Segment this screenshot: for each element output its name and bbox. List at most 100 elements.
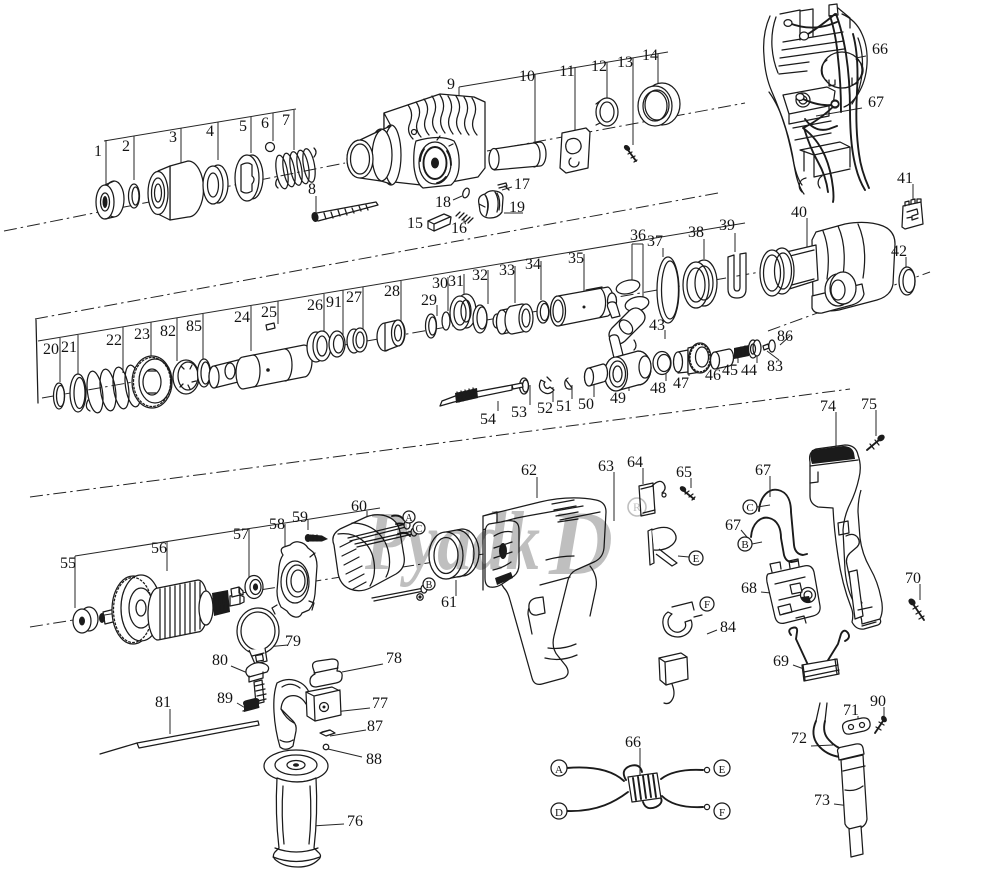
svg-text:E: E xyxy=(719,764,726,776)
svg-text:9: 9 xyxy=(447,76,455,93)
svg-text:60: 60 xyxy=(351,498,367,515)
svg-text:33: 33 xyxy=(499,262,515,279)
svg-text:31: 31 xyxy=(448,273,464,290)
svg-text:68: 68 xyxy=(741,580,757,597)
svg-text:56: 56 xyxy=(151,540,167,557)
svg-text:66: 66 xyxy=(625,734,641,751)
svg-text:1: 1 xyxy=(94,143,102,160)
svg-text:7: 7 xyxy=(282,112,290,129)
svg-text:A: A xyxy=(555,764,563,776)
svg-text:20: 20 xyxy=(43,341,59,358)
svg-text:37: 37 xyxy=(647,233,663,250)
svg-text:81: 81 xyxy=(155,694,171,711)
svg-text:55: 55 xyxy=(60,555,76,572)
svg-text:62: 62 xyxy=(521,462,537,479)
svg-text:13: 13 xyxy=(617,54,633,71)
svg-text:F: F xyxy=(704,599,710,611)
svg-text:B: B xyxy=(741,539,748,551)
svg-text:A: A xyxy=(405,513,413,524)
svg-text:64: 64 xyxy=(627,454,643,471)
svg-text:50: 50 xyxy=(578,396,594,413)
svg-text:53: 53 xyxy=(511,404,527,421)
svg-text:E: E xyxy=(693,553,700,565)
svg-text:83: 83 xyxy=(767,358,783,375)
svg-text:85: 85 xyxy=(186,318,202,335)
svg-text:17: 17 xyxy=(514,176,530,193)
svg-text:47: 47 xyxy=(673,375,689,392)
svg-text:57: 57 xyxy=(233,526,249,543)
svg-text:43: 43 xyxy=(649,317,665,334)
svg-text:25: 25 xyxy=(261,304,277,321)
svg-text:84: 84 xyxy=(720,619,736,636)
svg-text:23: 23 xyxy=(134,326,150,343)
svg-text:24: 24 xyxy=(234,309,250,326)
svg-text:C: C xyxy=(746,502,753,514)
svg-text:19: 19 xyxy=(509,199,525,216)
svg-text:38: 38 xyxy=(688,224,704,241)
svg-text:75: 75 xyxy=(861,396,877,413)
svg-text:69: 69 xyxy=(773,653,789,670)
svg-text:67: 67 xyxy=(755,462,771,479)
svg-text:36: 36 xyxy=(630,227,646,244)
svg-text:45: 45 xyxy=(722,362,738,379)
svg-text:8: 8 xyxy=(308,181,316,198)
svg-text:89: 89 xyxy=(217,690,233,707)
svg-text:44: 44 xyxy=(741,362,757,379)
svg-text:15: 15 xyxy=(407,215,423,232)
svg-text:72: 72 xyxy=(791,730,807,747)
svg-text:10: 10 xyxy=(519,68,535,85)
svg-text:58: 58 xyxy=(269,516,285,533)
svg-text:22: 22 xyxy=(106,332,122,349)
svg-text:49: 49 xyxy=(610,390,626,407)
svg-text:73: 73 xyxy=(814,792,830,809)
svg-text:39: 39 xyxy=(719,217,735,234)
svg-text:91: 91 xyxy=(326,294,342,311)
svg-text:42: 42 xyxy=(891,243,907,260)
svg-text:D: D xyxy=(555,807,563,819)
svg-text:35: 35 xyxy=(568,250,584,267)
svg-text:29: 29 xyxy=(421,292,437,309)
svg-text:52: 52 xyxy=(537,400,553,417)
svg-text:14: 14 xyxy=(642,47,658,64)
svg-text:90: 90 xyxy=(870,693,886,710)
svg-text:71: 71 xyxy=(843,702,859,719)
svg-text:F: F xyxy=(719,807,725,819)
svg-text:67: 67 xyxy=(725,517,741,534)
svg-text:18: 18 xyxy=(435,194,451,211)
svg-text:D: D xyxy=(548,492,613,594)
svg-text:70: 70 xyxy=(905,570,921,587)
svg-text:66: 66 xyxy=(872,41,888,58)
svg-text:32: 32 xyxy=(472,267,488,284)
svg-text:65: 65 xyxy=(676,464,692,481)
svg-text:82: 82 xyxy=(160,323,176,340)
svg-text:30: 30 xyxy=(432,275,448,292)
svg-text:R: R xyxy=(633,500,641,514)
svg-text:77: 77 xyxy=(372,695,388,712)
svg-text:87: 87 xyxy=(367,718,383,735)
svg-text:16: 16 xyxy=(451,220,467,237)
svg-text:5: 5 xyxy=(239,118,247,135)
svg-text:51: 51 xyxy=(556,398,572,415)
svg-text:27: 27 xyxy=(346,289,362,306)
svg-text:C: C xyxy=(416,524,423,535)
svg-text:6: 6 xyxy=(261,115,269,132)
svg-text:11: 11 xyxy=(559,63,574,80)
svg-text:88: 88 xyxy=(366,751,382,768)
svg-text:26: 26 xyxy=(307,297,323,314)
svg-text:4: 4 xyxy=(206,123,214,140)
svg-text:21: 21 xyxy=(61,339,77,356)
svg-text:54: 54 xyxy=(480,411,496,428)
svg-text:40: 40 xyxy=(791,204,807,221)
svg-text:80: 80 xyxy=(212,652,228,669)
svg-text:67: 67 xyxy=(868,94,884,111)
svg-text:B: B xyxy=(426,580,433,591)
svg-text:78: 78 xyxy=(386,650,402,667)
svg-text:34: 34 xyxy=(525,256,541,273)
svg-text:63: 63 xyxy=(598,458,614,475)
svg-text:86: 86 xyxy=(777,328,793,345)
svg-text:48: 48 xyxy=(650,380,666,397)
svg-text:41: 41 xyxy=(897,170,913,187)
svg-text:79: 79 xyxy=(285,633,301,650)
svg-text:74: 74 xyxy=(820,398,836,415)
svg-text:3: 3 xyxy=(169,129,177,146)
